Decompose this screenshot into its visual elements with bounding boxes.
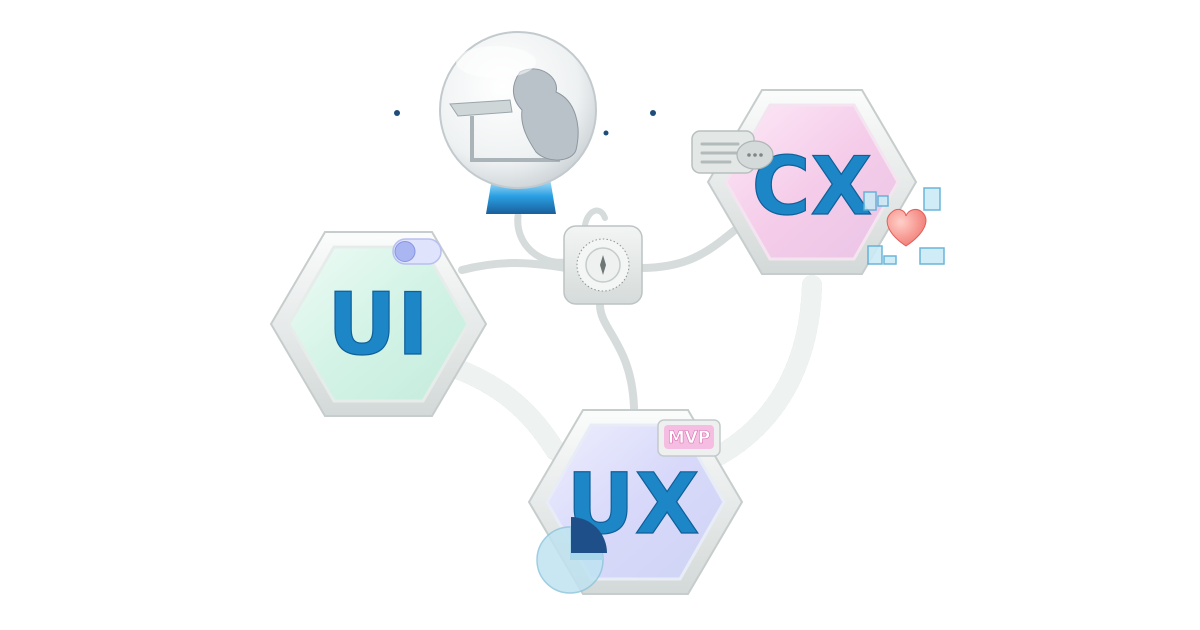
heart-icon (886, 208, 927, 247)
thinker-globe-icon (439, 31, 597, 214)
chat-bubble-icon (691, 130, 774, 174)
ui-hex-node: UI (269, 231, 488, 417)
cable-globe-dial (514, 212, 570, 266)
mvp-badge: MVP (657, 419, 721, 457)
cable-dial-cx (636, 226, 739, 272)
cable-ui-dial (458, 259, 570, 274)
decorative-dots (394, 110, 656, 136)
pie-chart-icon (536, 517, 607, 594)
dial-knob-icon[interactable] (563, 225, 643, 305)
glass-cubes-decoration (863, 187, 945, 265)
ui-label: UI (327, 275, 429, 375)
ux-hex-node: UX MVP (527, 409, 744, 595)
mvp-label: MVP (668, 428, 711, 448)
connector-tubes (445, 207, 822, 465)
cx-hex-node: CX (691, 89, 945, 275)
cable-dial-ux (596, 301, 638, 412)
toggle-icon[interactable] (392, 238, 442, 265)
